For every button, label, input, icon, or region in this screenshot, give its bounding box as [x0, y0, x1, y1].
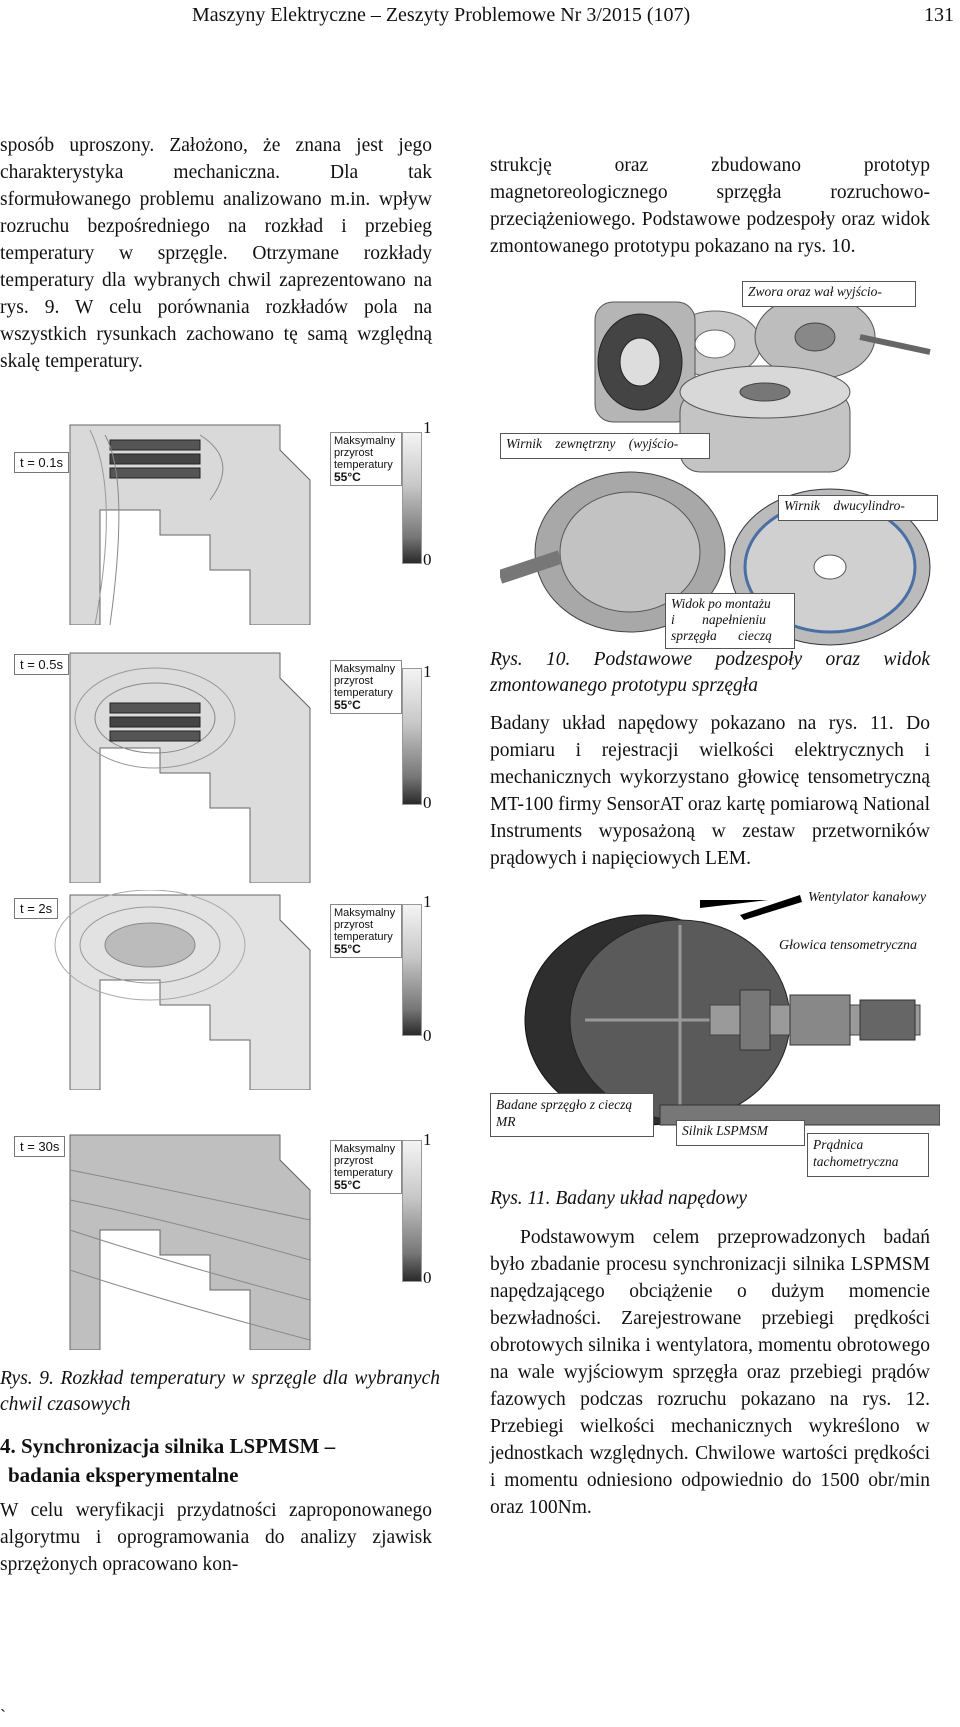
scale-max: 1	[423, 662, 432, 681]
scale-max: 1	[423, 1130, 432, 1149]
footer-mark: `	[0, 1706, 6, 1726]
left-paragraph-2: W celu weryfikacji przydatności zapropon…	[0, 1500, 432, 1575]
color-scale	[402, 668, 422, 805]
right-paragraph-2: Badany układ napędowy pokazano na rys. 1…	[490, 713, 930, 869]
label-torque-head: Głowica tensometryczna	[779, 938, 918, 953]
figure-11-caption: Rys. 11. Badany układ napędowy	[490, 1188, 748, 1209]
color-scale	[402, 432, 422, 564]
time-label: t = 30s	[14, 1136, 66, 1157]
time-label: t = 0.1s	[14, 452, 69, 473]
right-paragraph-1: strukcję oraz zbudowano prototyp magneto…	[490, 155, 930, 257]
scale-max: 1	[423, 418, 432, 437]
callout-double-rotor: Wirnik dwucylindro-	[778, 495, 938, 521]
callout-motor: Silnik LSPMSM	[676, 1120, 805, 1146]
arrow-fan-icon	[740, 895, 802, 920]
left-paragraph-1: sposób uproszony. Założono, że znana jes…	[0, 135, 432, 372]
sim-drawing-4	[69, 1134, 311, 1350]
sim-drawing-2	[69, 652, 311, 883]
color-scale	[402, 1140, 422, 1282]
color-scale	[402, 904, 422, 1036]
time-label: t = 0.5s	[14, 654, 69, 675]
figure-10-caption: Rys. 10. Podstawowe podzespoły oraz wido…	[490, 649, 930, 696]
page-header: Maszyny Elektryczne – Zeszyty Problemowe…	[0, 0, 960, 30]
scale-min: 0	[423, 793, 432, 812]
sim-drawing-3	[54, 890, 311, 1090]
scale-min: 0	[423, 550, 432, 569]
arrow-icon	[700, 900, 768, 908]
callout-assembled: Widok po montażu i napełnieniu sprzęgła …	[665, 593, 795, 649]
callout-mr-clutch: Badane sprzęgło z cieczą MR	[490, 1093, 654, 1137]
scale-min: 0	[423, 1026, 432, 1045]
callout-outer-rotor: Wirnik zewnętrzny (wyjścio-	[500, 433, 710, 459]
journal-title: Maszyny Elektryczne – Zeszyty Problemowe…	[192, 4, 691, 26]
scale-min: 0	[423, 1268, 432, 1287]
label-fan: Wentylator kanałowy	[808, 890, 927, 905]
scale-max: 1	[423, 892, 432, 911]
page-number: 131	[924, 4, 954, 26]
callout-armature: Zwora oraz wał wyjścio-	[742, 281, 916, 307]
callout-tachogenerator: Prądnica tachometryczna	[807, 1133, 929, 1177]
time-label: t = 2s	[14, 898, 59, 919]
figure-9-caption: Rys. 9. Rozkład temperatury w sprzęgle d…	[0, 1368, 440, 1415]
section-heading: 4. Synchronizacja silnika LSPMSM – badan…	[0, 1434, 336, 1487]
sim-drawing-1	[69, 424, 311, 625]
right-paragraph-3: Podstawowym celem przeprowadzonych badań…	[490, 1227, 930, 1518]
